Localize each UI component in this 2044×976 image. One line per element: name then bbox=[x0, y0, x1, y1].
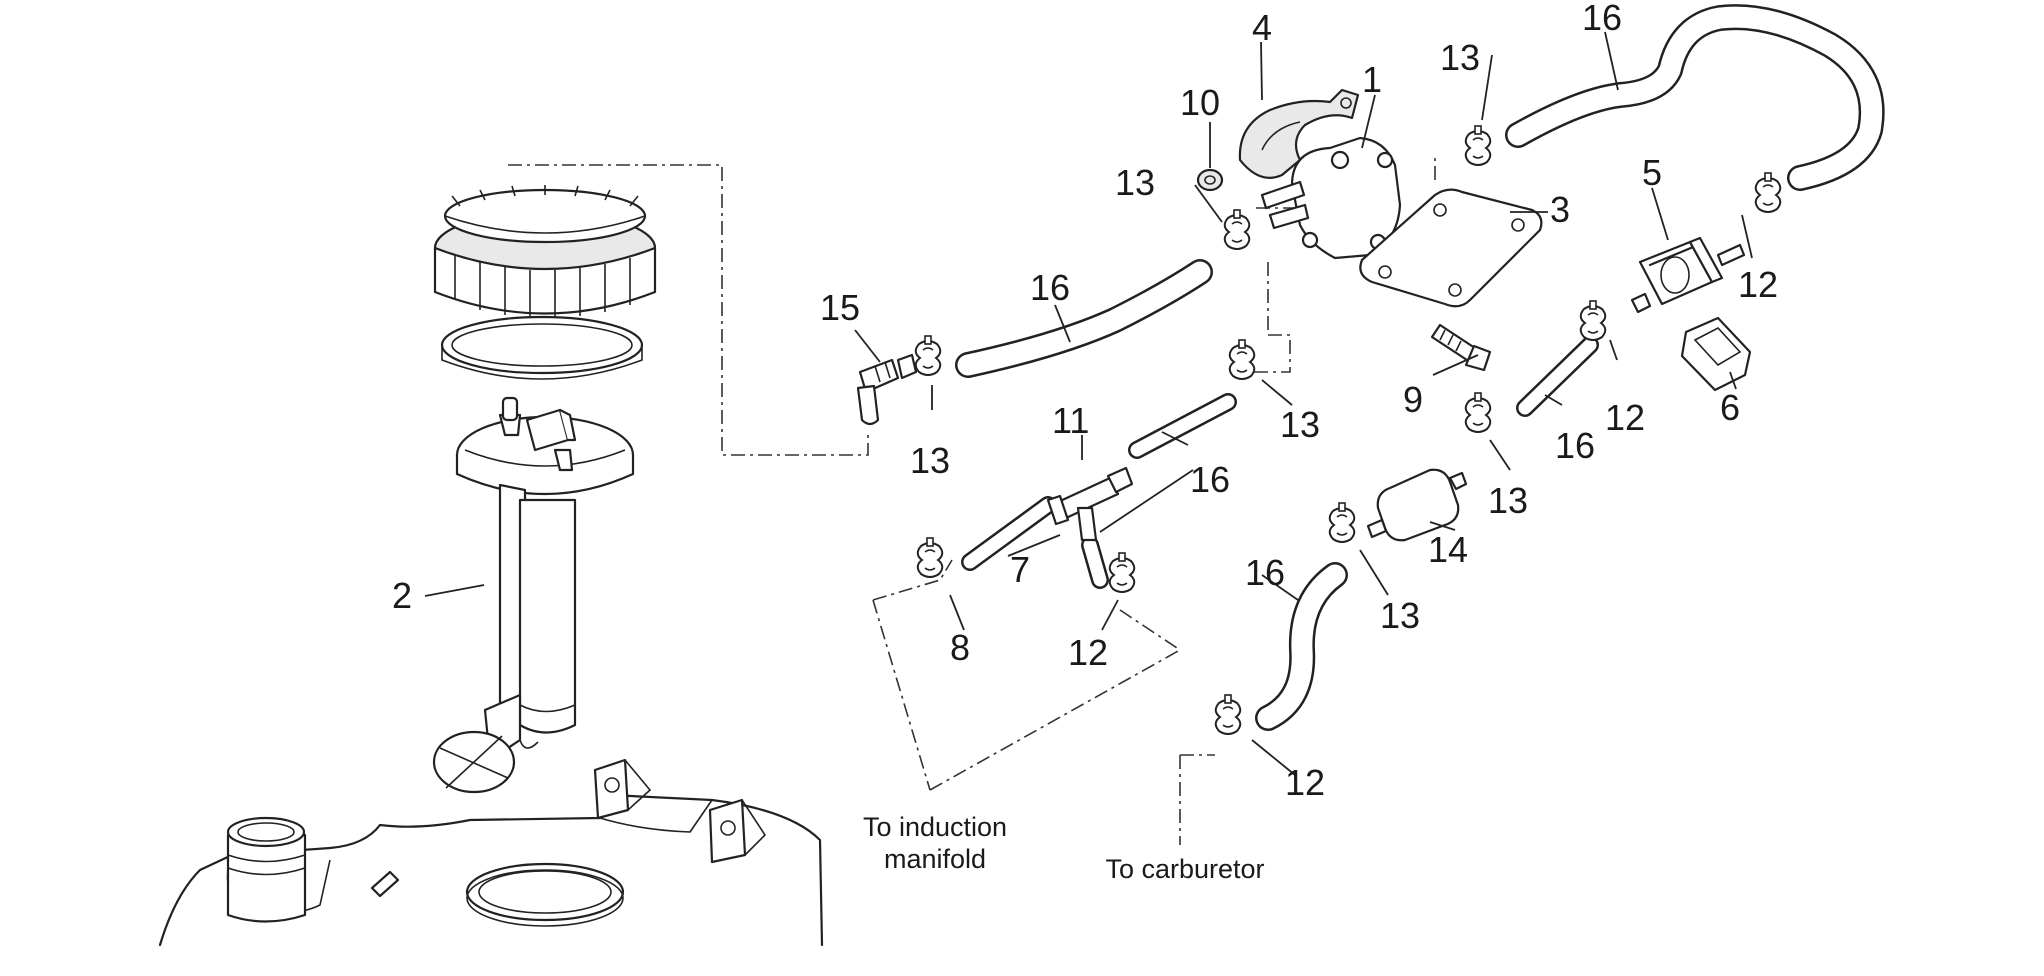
callout-1: 1 bbox=[1362, 59, 1382, 100]
destination-notes: To induction manifold To carburetor bbox=[863, 812, 1265, 884]
pump-cover-plate bbox=[1359, 188, 1543, 308]
callout-13c: 13 bbox=[910, 440, 950, 481]
callout-12c: 12 bbox=[1068, 632, 1108, 673]
dash-dot-lines bbox=[508, 154, 1436, 845]
pump-seal-ring bbox=[440, 315, 644, 380]
callout-16b: 16 bbox=[1030, 267, 1070, 308]
fuel-filter bbox=[1630, 236, 1746, 314]
callout-13b: 13 bbox=[1440, 37, 1480, 78]
callout-3: 3 bbox=[1550, 189, 1570, 230]
elbow-fitting bbox=[856, 353, 918, 426]
callout-13d: 13 bbox=[1280, 404, 1320, 445]
spacer bbox=[1196, 168, 1224, 192]
callout-11: 11 bbox=[1052, 400, 1089, 441]
callout-7: 7 bbox=[1010, 549, 1030, 590]
callout-12b: 12 bbox=[1605, 397, 1645, 438]
callout-13f: 13 bbox=[1380, 595, 1420, 636]
callout-16c: 16 bbox=[1190, 459, 1230, 500]
callout-2: 2 bbox=[392, 575, 412, 616]
leader-lines bbox=[424, 31, 1753, 776]
note-to-induction-line1: To induction bbox=[863, 812, 1007, 842]
callout-5: 5 bbox=[1642, 152, 1662, 193]
callout-12a: 12 bbox=[1738, 264, 1778, 305]
callout-12d: 12 bbox=[1285, 762, 1325, 803]
callout-13a: 13 bbox=[1115, 162, 1155, 203]
callout-10: 10 bbox=[1180, 82, 1220, 123]
callout-16e: 16 bbox=[1245, 552, 1285, 593]
callout-16a: 16 bbox=[1582, 0, 1622, 38]
callout-16d: 16 bbox=[1555, 425, 1595, 466]
note-to-carburetor: To carburetor bbox=[1105, 854, 1264, 884]
filter-cover bbox=[1680, 316, 1752, 392]
pump-bracket bbox=[1238, 88, 1360, 179]
t-fitting bbox=[1046, 466, 1134, 542]
callout-13e: 13 bbox=[1488, 480, 1528, 521]
callout-14: 14 bbox=[1428, 529, 1468, 570]
callout-8: 8 bbox=[950, 627, 970, 668]
inline-filter bbox=[1366, 468, 1468, 542]
note-to-induction-line2: manifold bbox=[884, 844, 986, 874]
callout-15: 15 bbox=[820, 287, 860, 328]
pump-lock-ring bbox=[433, 185, 657, 318]
callout-6: 6 bbox=[1720, 387, 1740, 428]
fuel-tank bbox=[158, 758, 824, 947]
callout-4: 4 bbox=[1252, 7, 1272, 48]
hoses bbox=[955, 4, 1885, 731]
screw bbox=[1430, 323, 1492, 372]
callout-9: 9 bbox=[1403, 379, 1423, 420]
callout-numbers: 1 2 3 4 5 6 7 8 9 10 11 12 12 12 12 13 1… bbox=[392, 0, 1778, 803]
fuel-pump-sender-unit bbox=[432, 396, 635, 794]
